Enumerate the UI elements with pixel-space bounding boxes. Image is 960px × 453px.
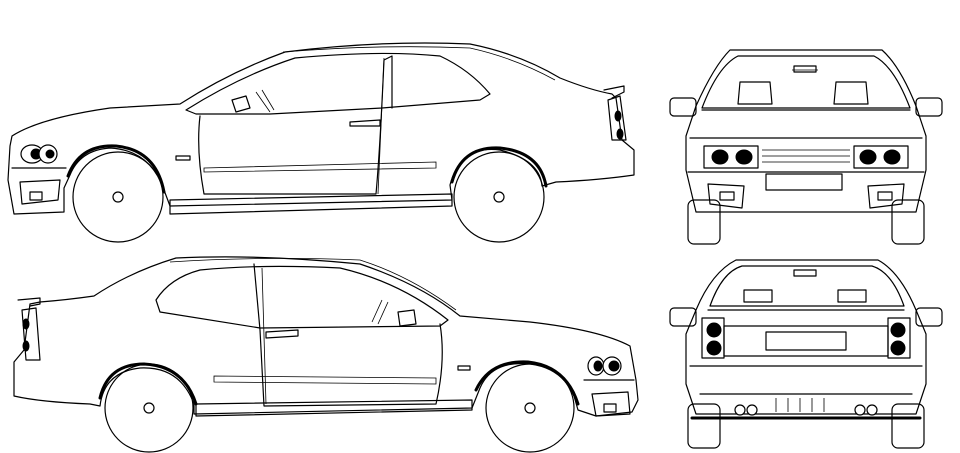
front-view-left-tire <box>687 199 721 245</box>
right-side-door <box>253 263 443 407</box>
front-view-left-mirror <box>669 97 697 117</box>
front-view-left-fog <box>719 191 735 201</box>
front-view-windshield <box>701 55 911 109</box>
rear-view-left-tire <box>687 403 721 449</box>
front-view-left-lamp-2 <box>735 149 753 165</box>
left-side-door-handle <box>349 119 381 127</box>
right-side-rear-hub <box>143 402 155 414</box>
left-side-front-wheel <box>72 151 164 243</box>
right-side-spoiler <box>17 297 41 307</box>
rear-view-exhaust-3 <box>854 404 866 416</box>
left-side-fog-light <box>29 191 43 201</box>
right-side-rear-arch <box>98 362 198 406</box>
left-side-mirror <box>231 95 251 113</box>
rear-view-exhaust-4 <box>866 404 878 416</box>
right-side-door-front-edge <box>261 267 267 405</box>
front-view-seat-right <box>833 81 869 105</box>
front-view-hood-line <box>689 109 923 139</box>
left-side-rear-lamp-2 <box>616 128 624 140</box>
front-view-license-plate <box>765 173 843 191</box>
left-side-window-outline <box>185 52 491 115</box>
right-side-roof-line <box>169 258 457 311</box>
front-view-left-headlight <box>703 145 759 169</box>
left-side-moulding <box>203 161 437 173</box>
rear-view-brake-light <box>793 269 817 277</box>
right-side-window-outline <box>155 265 449 329</box>
left-side-rear-lamp-1 <box>614 110 622 122</box>
right-side-marker <box>457 365 471 371</box>
left-side-view <box>7 42 635 243</box>
rear-view-right-lamp-2 <box>890 340 906 356</box>
left-side-sill <box>169 193 453 215</box>
right-side-front-hub <box>524 402 536 414</box>
front-view-right-mirror <box>915 97 943 117</box>
rear-view-rear-window <box>709 265 905 307</box>
left-side-rear-light <box>607 95 627 141</box>
left-side-front-bumper <box>11 167 67 205</box>
front-view-body <box>685 49 927 213</box>
right-side-front-arch <box>474 360 580 406</box>
right-side-moulding <box>213 375 437 385</box>
right-side-sill <box>195 399 473 417</box>
rear-view-bumper <box>689 365 923 395</box>
rear-view-exhaust-1 <box>734 404 746 416</box>
left-side-rear-wheel <box>453 151 545 243</box>
front-view-rear-mirror <box>793 65 817 73</box>
rear-view-body <box>685 259 927 415</box>
left-side-marker <box>175 155 191 161</box>
rear-view-diffuser-fins <box>775 398 825 412</box>
left-side-spoiler <box>603 85 625 99</box>
left-side-front-hub <box>112 191 124 203</box>
rear-view-left-mirror <box>669 307 697 327</box>
right-side-rear-light <box>21 307 41 361</box>
right-side-headlight-lens-2 <box>593 360 603 372</box>
right-side-view <box>13 256 639 453</box>
rear-view-seat-right <box>837 289 867 303</box>
front-view-seat-left <box>737 81 773 105</box>
left-side-body-outline <box>7 42 635 215</box>
rear-view-exhaust-2 <box>746 404 758 416</box>
rear-view-right-mirror <box>915 307 943 327</box>
right-side-fog-light <box>603 403 617 413</box>
right-side-front-bumper <box>583 379 635 417</box>
rear-view-right-tire <box>891 403 925 449</box>
rear-view-license-plate <box>765 331 847 351</box>
right-side-rear-lamp-1 <box>22 318 30 330</box>
front-view-right-headlight <box>853 145 909 169</box>
rear-view-left-taillight <box>701 317 725 359</box>
right-side-rear-lamp-2 <box>22 340 30 352</box>
front-view-right-lamp-1 <box>859 149 877 165</box>
rear-view-left-lamp-2 <box>706 340 722 356</box>
right-side-rear-wheel <box>104 363 194 453</box>
rear-view-left-lamp-1 <box>706 322 722 338</box>
rear-view-trunk-line <box>707 309 905 357</box>
front-view-bumper <box>687 171 925 209</box>
left-side-headlight-lens-2 <box>45 149 55 159</box>
left-side-rear-arch <box>450 146 548 188</box>
right-side-steering <box>371 299 389 325</box>
front-view-right-fog <box>877 191 893 201</box>
right-side-headlight-lens <box>608 360 620 372</box>
left-side-rear-hub <box>493 191 505 203</box>
left-side-front-arch <box>66 144 166 194</box>
rear-view-right-lamp-1 <box>890 322 906 338</box>
left-side-door-rear-edge <box>377 57 385 195</box>
right-side-door-handle <box>265 329 299 339</box>
front-view-right-tire <box>891 199 925 245</box>
rear-view-right-taillight <box>887 317 911 359</box>
left-side-roof-line <box>282 46 556 81</box>
front-view-left-lamp-1 <box>711 149 729 165</box>
rear-view-seat-left <box>743 289 773 303</box>
rear-view <box>669 259 943 449</box>
front-view <box>669 49 943 245</box>
right-side-front-wheel <box>485 363 575 453</box>
front-view-right-lamp-2 <box>883 149 901 165</box>
front-view-grille <box>762 149 850 163</box>
left-side-steering <box>255 89 275 113</box>
right-side-mirror <box>397 309 417 327</box>
